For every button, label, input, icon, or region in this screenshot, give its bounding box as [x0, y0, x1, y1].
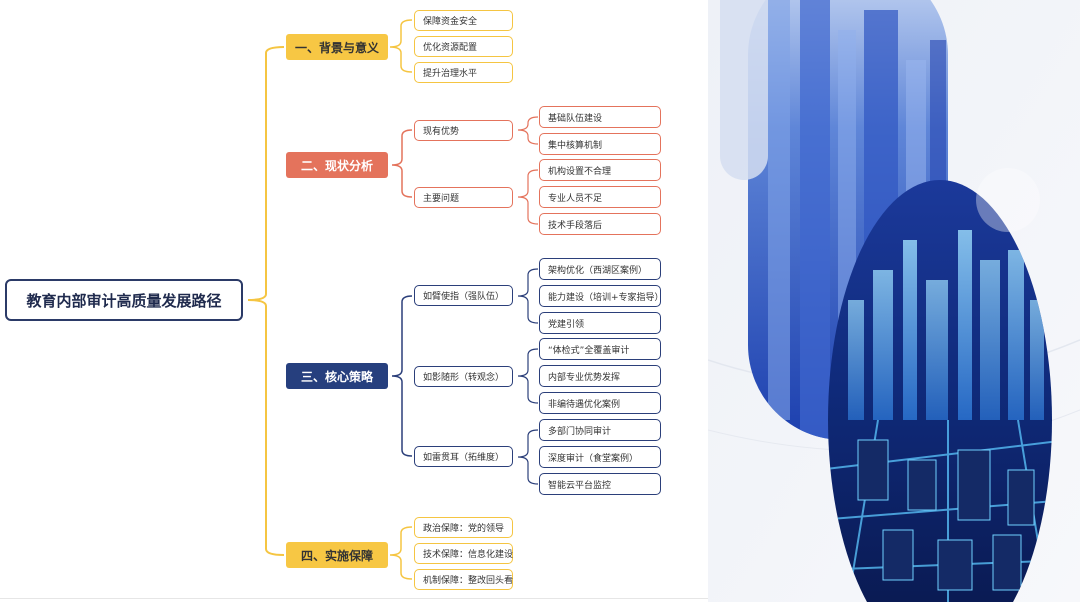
leaf-node[interactable]: 多部门协同审计 — [539, 419, 661, 441]
root-node[interactable]: 教育内部审计高质量发展路径 — [5, 279, 243, 321]
mind-map: 教育内部审计高质量发展路径 一、背景与意义 保障资金安全 优化资源配置 提升治理… — [5, 10, 664, 590]
divider — [0, 598, 708, 599]
section-guarantee-node[interactable]: 四、实施保障 — [286, 542, 388, 568]
group-node[interactable]: 如雷贯耳（拓维度） — [414, 446, 513, 467]
leaf-node[interactable]: 保障资金安全 — [414, 10, 513, 31]
bracket-connector — [389, 19, 413, 73]
leaf-node[interactable]: “体检式”全覆盖审计 — [539, 338, 661, 360]
leaf-node[interactable]: 非编待遇优化案例 — [539, 392, 661, 414]
leaf-node[interactable]: 专业人员不足 — [539, 186, 661, 208]
leaf-node[interactable]: 机构设置不合理 — [539, 159, 661, 181]
leaf-node[interactable]: 架构优化（西湖区案例） — [539, 258, 661, 280]
section-status-node[interactable]: 二、现状分析 — [286, 152, 388, 178]
bracket-connector — [247, 46, 285, 556]
leaf-node[interactable]: 深度审计（食堂案例） — [539, 446, 661, 468]
bracket-connector — [391, 295, 413, 457]
leaf-node[interactable]: 能力建设（培训+专家指导） — [539, 285, 664, 307]
section-strategy-node[interactable]: 三、核心策略 — [286, 363, 388, 389]
bracket-connector — [389, 526, 413, 580]
city-illustration — [708, 0, 1080, 602]
group-node[interactable]: 如影随形（转观念） — [414, 366, 513, 387]
bracket-connector — [517, 348, 539, 404]
futuristic-city-image — [708, 0, 1080, 602]
leaf-node[interactable]: 集中核算机制 — [539, 133, 661, 155]
group-node[interactable]: 如臂使指（强队伍） — [414, 285, 513, 306]
leaf-node[interactable]: 技术保障：信息化建设 — [414, 543, 513, 564]
section-background-node[interactable]: 一、背景与意义 — [286, 34, 388, 60]
leaf-node[interactable]: 党建引领 — [539, 312, 661, 334]
leaf-node[interactable]: 智能云平台监控 — [539, 473, 661, 495]
bracket-connector — [517, 268, 539, 324]
bracket-connector — [517, 169, 539, 225]
leaf-node[interactable]: 政治保障：党的领导 — [414, 517, 513, 538]
leaf-node[interactable]: 内部专业优势发挥 — [539, 365, 661, 387]
leaf-node[interactable]: 提升治理水平 — [414, 62, 513, 83]
leaf-node[interactable]: 机制保障：整改回头看 — [414, 569, 513, 590]
leaf-node[interactable]: 优化资源配置 — [414, 36, 513, 57]
leaf-node[interactable]: 基础队伍建设 — [539, 106, 661, 128]
group-node[interactable]: 主要问题 — [414, 187, 513, 208]
bracket-connector — [391, 129, 413, 198]
connector-lines — [247, 19, 539, 580]
bracket-connector — [517, 429, 539, 485]
group-node[interactable]: 现有优势 — [414, 120, 513, 141]
leaf-node[interactable]: 技术手段落后 — [539, 213, 661, 235]
bracket-connector — [517, 116, 539, 145]
